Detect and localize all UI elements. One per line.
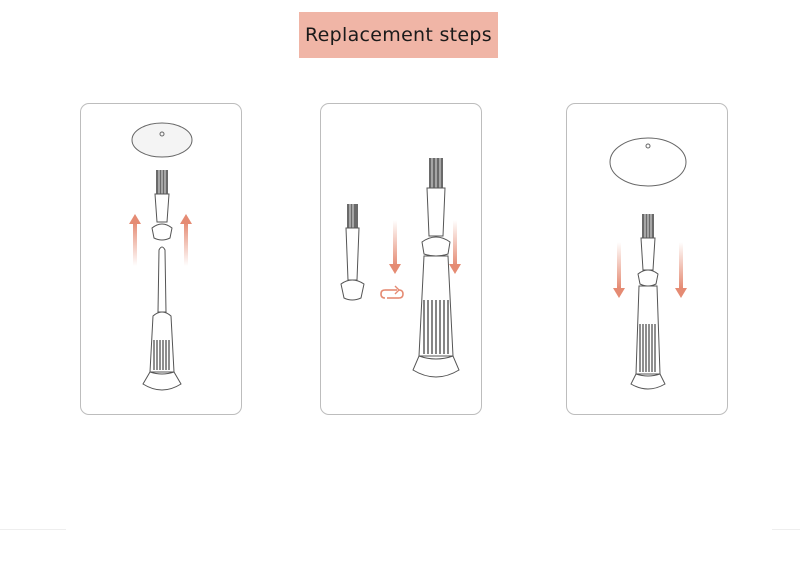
attach-brush-head-icon <box>340 158 461 378</box>
divider-right <box>772 529 800 530</box>
title-badge: Replacement steps <box>299 12 498 58</box>
divider-left <box>0 529 66 530</box>
step-panel-2 <box>320 103 482 415</box>
cap-brush-icon <box>609 137 687 390</box>
step-panel-3 <box>566 103 728 415</box>
step-panel-1 <box>80 103 242 415</box>
remove-brush-head-icon <box>129 122 193 391</box>
page-title: Replacement steps <box>305 24 492 46</box>
